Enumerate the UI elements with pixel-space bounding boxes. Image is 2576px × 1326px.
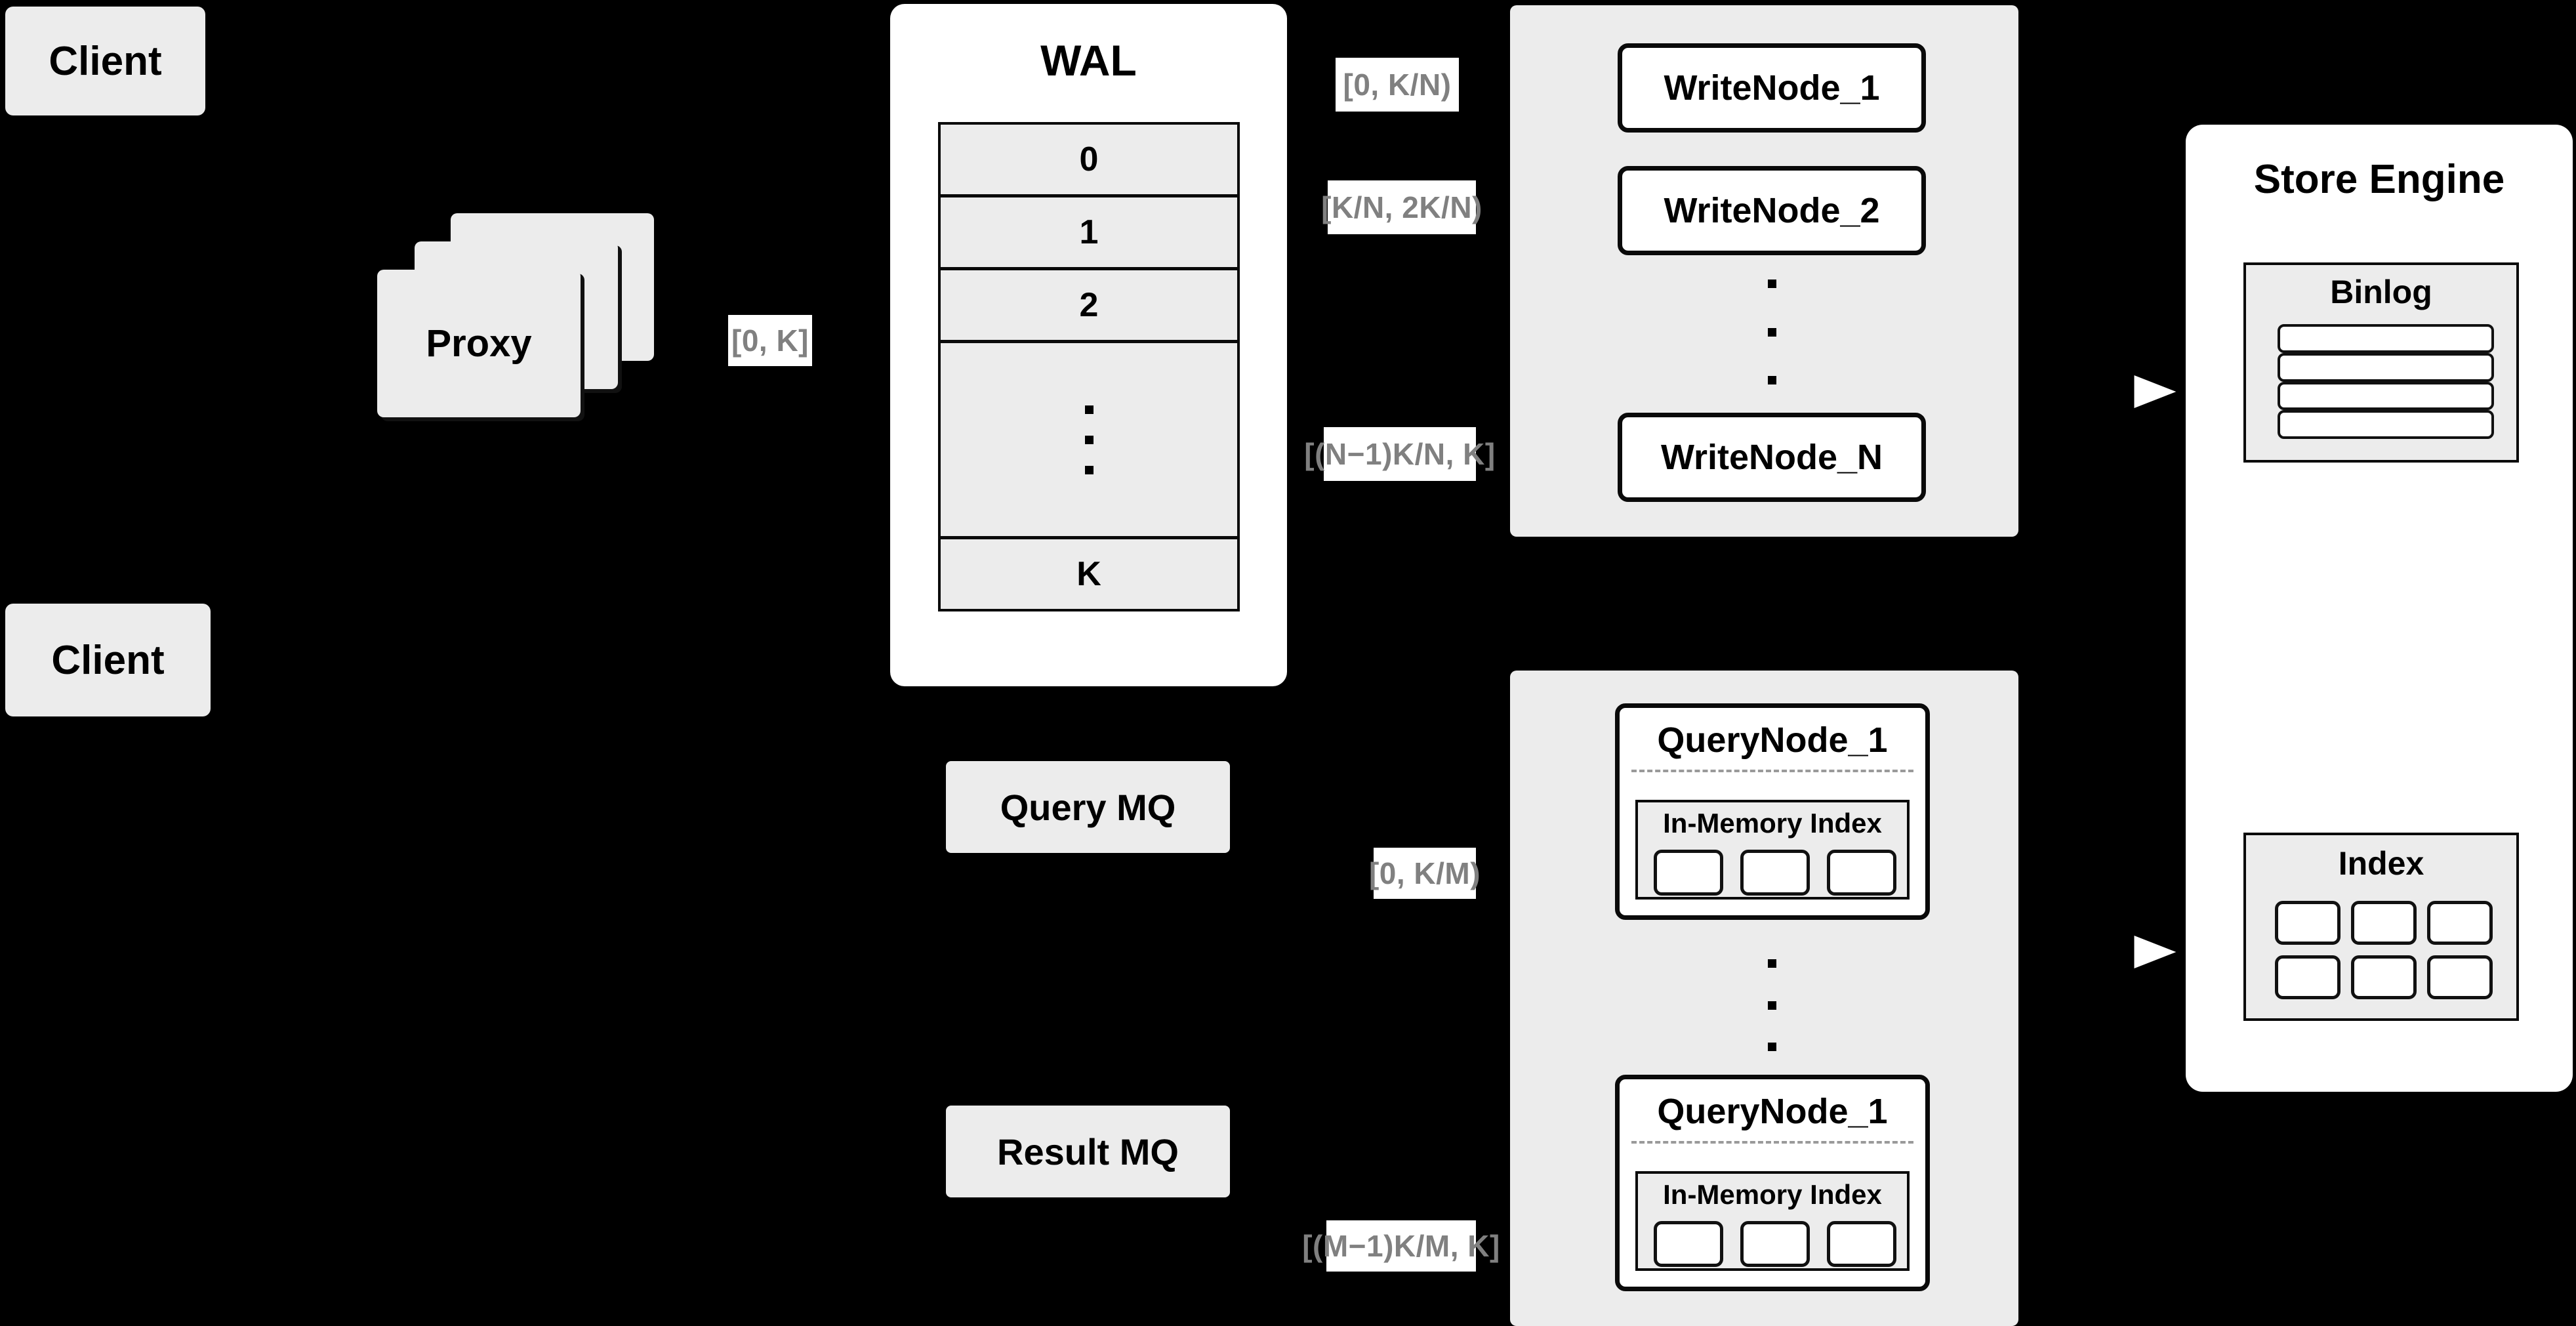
wal-rows: 0 1 2 K	[938, 122, 1240, 629]
wal-row-ellipsis	[938, 341, 1240, 539]
wal-row[interactable]: 1	[938, 195, 1240, 270]
index-cell[interactable]	[2351, 955, 2417, 999]
query-mq-box[interactable]: Query MQ	[946, 761, 1230, 853]
binlog-section: Binlog	[2243, 262, 2519, 463]
wal-row[interactable]: K	[938, 537, 1240, 611]
query-cluster-ellipsis-icon	[1767, 959, 1776, 1051]
index-cell[interactable]	[2427, 955, 2493, 999]
index-cell-row	[1654, 1221, 1896, 1267]
index-grid	[2275, 901, 2493, 999]
client-box-2[interactable]: Client	[5, 604, 211, 716]
query-cluster-panel: QueryNode_1 In-Memory Index QueryNode_1 …	[1510, 671, 2018, 1326]
write-node-1[interactable]: WriteNode_1	[1618, 43, 1926, 133]
vertical-ellipsis-icon	[1084, 405, 1094, 474]
write-cluster-ellipsis-icon	[1767, 280, 1776, 384]
write-node-n-range-label: [(N−1)K/N, K]	[1304, 427, 1495, 481]
query-node-m-range-label: [(M−1)K/M, K]	[1302, 1220, 1500, 1272]
proxy-range-label: [0, K]	[728, 315, 812, 366]
index-cell[interactable]	[2275, 955, 2341, 999]
binlog-row[interactable]	[2278, 381, 2494, 411]
query-node-1[interactable]: QueryNode_1 In-Memory Index	[1615, 703, 1930, 920]
in-memory-index-m: In-Memory Index	[1635, 1171, 1910, 1271]
index-section: Index	[2243, 833, 2519, 1021]
query-mq-label: Query MQ	[1000, 786, 1176, 828]
wal-row[interactable]: 0	[938, 122, 1240, 197]
query-node-m[interactable]: QueryNode_1 In-Memory Index	[1615, 1075, 1930, 1291]
write-node-2[interactable]: WriteNode_2	[1618, 166, 1926, 255]
index-cell-row	[1654, 850, 1896, 896]
query-node-label: QueryNode_1	[1657, 720, 1888, 760]
wal-title: WAL	[1040, 36, 1137, 85]
store-engine-panel: Store Engine Binlog Index	[2186, 125, 2573, 1092]
binlog-row[interactable]	[2278, 410, 2494, 439]
index-cell[interactable]	[1654, 850, 1723, 896]
client-label: Client	[51, 637, 165, 683]
proxy-stack[interactable]: Proxy	[377, 213, 679, 436]
result-mq-box[interactable]: Result MQ	[946, 1106, 1230, 1197]
wal-panel: WAL 0 1 2 K	[890, 4, 1287, 686]
write-cluster-panel: WriteNode_1 WriteNode_2 WriteNode_N	[1510, 5, 2018, 537]
proxy-label: Proxy	[426, 322, 532, 365]
binlog-title: Binlog	[2330, 274, 2432, 310]
binlog-row[interactable]	[2278, 324, 2494, 353]
write-node-n[interactable]: WriteNode_N	[1618, 413, 1926, 502]
query-node-1-range-label: [0, K/M)	[1369, 848, 1481, 899]
proxy-box[interactable]: Proxy	[377, 270, 581, 417]
write-node-label: WriteNode_2	[1664, 191, 1880, 230]
query-node-divider	[1631, 1141, 1913, 1144]
in-memory-index-title: In-Memory Index	[1663, 1179, 1882, 1210]
write-node-label: WriteNode_N	[1660, 438, 1883, 477]
write-node-2-range-label: [K/N, 2K/N)	[1321, 180, 1482, 234]
index-cell[interactable]	[2351, 901, 2417, 945]
index-cell[interactable]	[1827, 1221, 1896, 1267]
result-mq-label: Result MQ	[997, 1130, 1179, 1172]
index-cell[interactable]	[1740, 850, 1810, 896]
binlog-row[interactable]	[2278, 352, 2494, 382]
index-cell[interactable]	[1740, 1221, 1810, 1267]
client-box-1[interactable]: Client	[5, 7, 205, 115]
client-label: Client	[49, 38, 162, 84]
in-memory-index-1: In-Memory Index	[1635, 800, 1910, 900]
index-cell[interactable]	[2275, 901, 2341, 945]
wal-row[interactable]: 2	[938, 268, 1240, 342]
index-cell[interactable]	[1827, 850, 1896, 896]
binlog-rows	[2278, 324, 2494, 439]
in-memory-index-title: In-Memory Index	[1663, 808, 1882, 839]
query-node-label: QueryNode_1	[1657, 1092, 1888, 1131]
store-engine-title: Store Engine	[2253, 157, 2505, 202]
index-cell[interactable]	[1654, 1221, 1723, 1267]
write-node-label: WriteNode_1	[1664, 68, 1880, 108]
query-node-divider	[1631, 770, 1913, 772]
index-title: Index	[2338, 845, 2424, 882]
write-node-1-range-label: [0, K/N)	[1336, 58, 1459, 112]
index-cell[interactable]	[2427, 901, 2493, 945]
